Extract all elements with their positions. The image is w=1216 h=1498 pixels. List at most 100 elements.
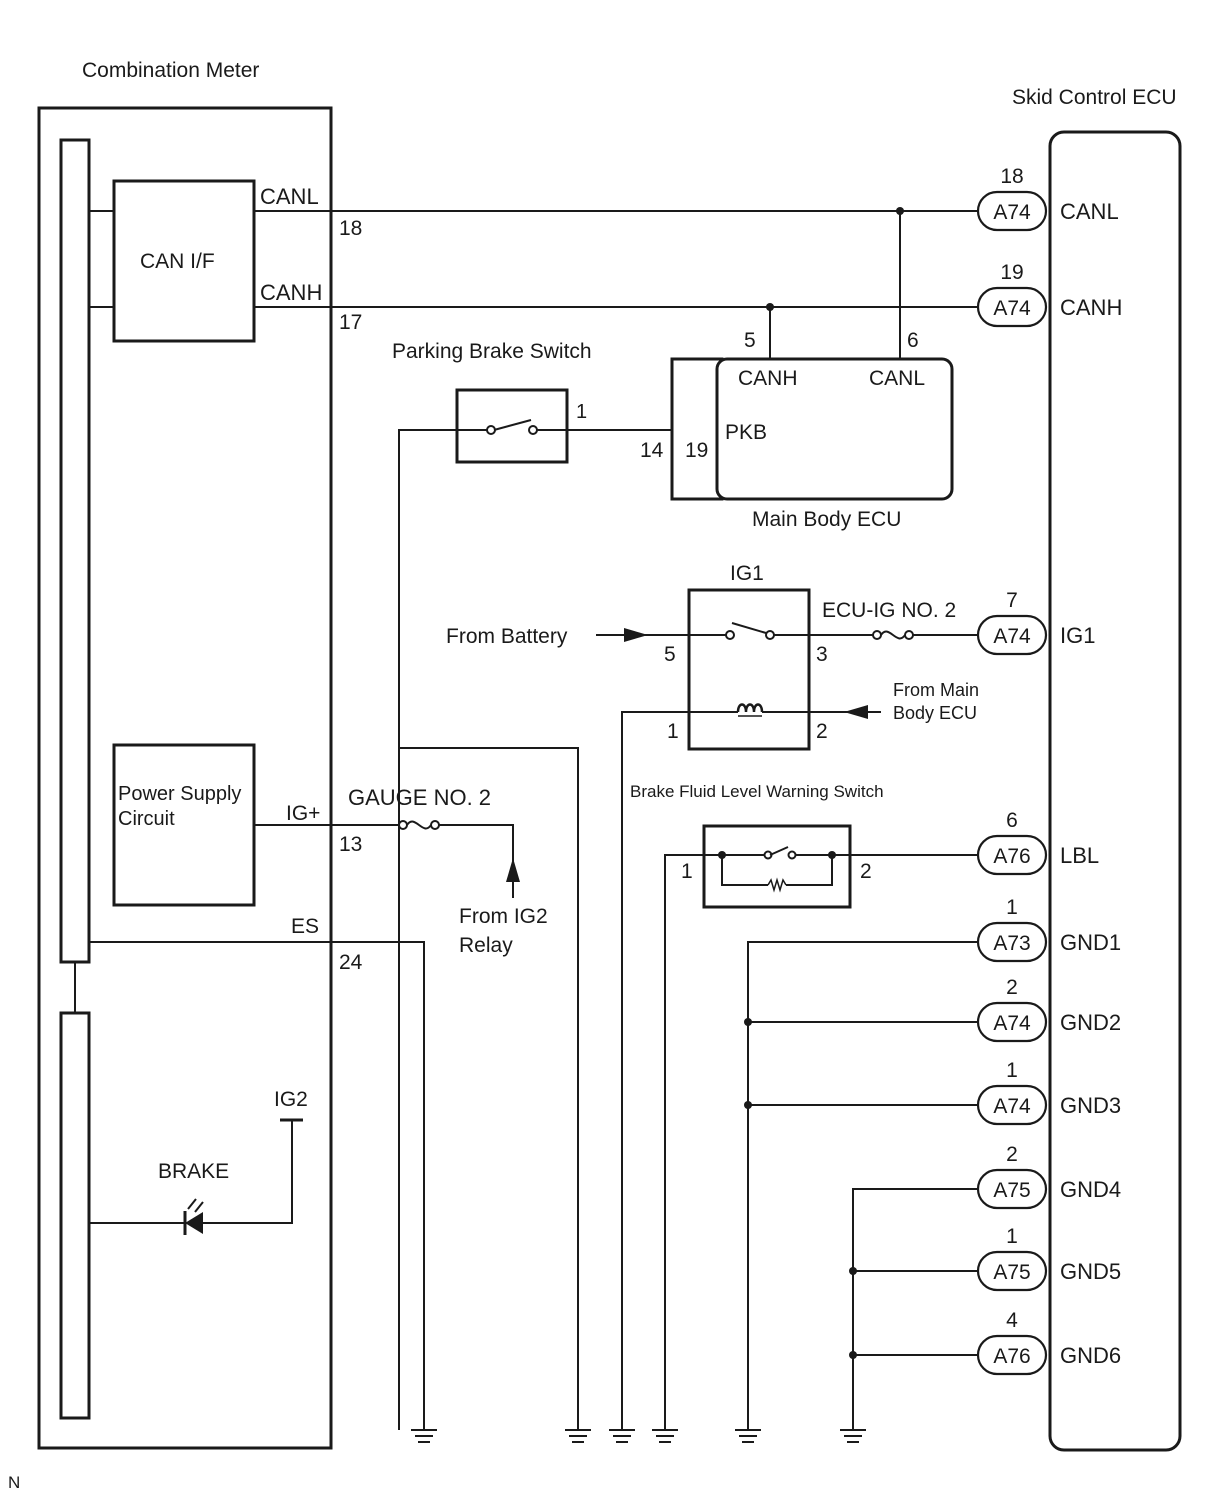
skid-connector-canl: 18 A74 CANL xyxy=(976,165,1119,232)
skid-connector-terminal: IG1 xyxy=(1060,623,1095,648)
main-body-ecu-pkb: PKB xyxy=(725,421,767,444)
ig1-relay: IG1 From Battery 5 3 ECU-IG NO. 2 From M… xyxy=(446,562,979,1430)
skid-connector-id: A74 xyxy=(993,1095,1031,1118)
skid-connector-terminal: CANL xyxy=(1060,199,1119,224)
skid-connector-terminal: CANH xyxy=(1060,295,1122,320)
meter-pin-18: 18 xyxy=(339,217,362,240)
corner-mark: N xyxy=(8,1473,20,1492)
ground-icon xyxy=(609,1429,635,1443)
main-body-ecu-canh: CANH xyxy=(738,367,798,390)
skid-control-ecu-box xyxy=(1048,130,1182,1452)
ig1-relay-pin-5: 5 xyxy=(664,643,676,666)
skid-connector-ig1: 7 A74 IG1 xyxy=(976,589,1095,656)
skid-connector-id: A76 xyxy=(993,845,1030,868)
parking-brake-switch-box xyxy=(455,388,569,464)
skid-connector-id: A74 xyxy=(993,297,1031,320)
meter-terminal-canl: CANL xyxy=(260,184,319,209)
skid-connector-id: A74 xyxy=(993,625,1031,648)
combination-meter-title: Combination Meter xyxy=(82,59,259,82)
skid-control-ecu-title: Skid Control ECU xyxy=(1012,86,1177,109)
brake-warning-lamp-icon xyxy=(183,1198,204,1235)
skid-connector-terminal: GND3 xyxy=(1060,1093,1121,1118)
brake-fluid-switch-pin-2: 2 xyxy=(860,860,872,883)
es-ground-wire xyxy=(89,941,425,1430)
main-body-ecu-pin-19: 19 xyxy=(685,439,708,462)
main-body-ecu-connector xyxy=(670,357,724,501)
combination-meter-box xyxy=(37,106,333,1450)
skid-connector-id: A73 xyxy=(993,932,1030,955)
skid-connector-gnd1: 1 A73 GND1 xyxy=(976,896,1121,963)
main-body-ecu-canl: CANL xyxy=(869,367,925,390)
main-body-ecu: 5 6 CANH CANL PKB 14 19 Main Body ECU xyxy=(640,329,954,531)
skid-connector-pin: 6 xyxy=(1006,809,1018,832)
brake-fluid-switch-pin-1: 1 xyxy=(681,860,693,883)
skid-connector-terminal: GND6 xyxy=(1060,1343,1121,1368)
skid-connector-terminal: GND1 xyxy=(1060,930,1121,955)
can-bus-wires xyxy=(254,207,978,359)
brake-lamp-label: BRAKE xyxy=(158,1160,229,1183)
skid-connector-canh: 19 A74 CANH xyxy=(976,261,1122,328)
skid-connector-gnd3: 1 A74 GND3 xyxy=(976,1059,1121,1126)
main-body-ecu-pin-6: 6 xyxy=(907,329,919,352)
skid-control-ecu: Skid Control ECU xyxy=(1012,86,1182,1452)
ig1-relay-label: IG1 xyxy=(730,562,764,585)
meter-terminal-canh: CANH xyxy=(260,280,322,305)
meter-terminal-es: ES xyxy=(291,915,319,938)
skid-connector-terminal: GND5 xyxy=(1060,1259,1121,1284)
power-supply-label-1: Power Supply xyxy=(118,783,241,805)
parking-brake-switch-contact-icon xyxy=(486,419,538,435)
ecu-ig-fuse-icon xyxy=(872,630,914,640)
main-body-ecu-box xyxy=(715,357,954,501)
from-battery-label: From Battery xyxy=(446,625,568,648)
parking-brake-pin-1: 1 xyxy=(576,401,587,423)
meter-terminal-ig-plus: IG+ xyxy=(286,802,320,825)
ig1-relay-pin-1: 1 xyxy=(667,720,679,743)
skid-connector-pin: 1 xyxy=(1006,1225,1018,1248)
skid-connector-pin: 4 xyxy=(1006,1309,1018,1332)
ig2-label: IG2 xyxy=(274,1088,308,1111)
main-body-ecu-pin-14: 14 xyxy=(640,439,664,462)
main-body-ecu-pin-5: 5 xyxy=(744,329,756,352)
meter-bus-bar-upper xyxy=(59,138,91,964)
skid-connector-id: A75 xyxy=(993,1261,1030,1284)
skid-connector-lbl: 6 A76 LBL xyxy=(976,809,1099,876)
from-ig2-relay-arrow-icon xyxy=(506,858,520,882)
ig1-relay-coil-icon xyxy=(736,703,764,717)
main-body-ecu-title: Main Body ECU xyxy=(752,508,901,531)
ig1-relay-switch-icon xyxy=(725,622,775,640)
meter-pin-17: 17 xyxy=(339,311,362,334)
skid-connector-pin: 1 xyxy=(1006,1059,1018,1082)
gauge-fuse-label: GAUGE NO. 2 xyxy=(348,785,491,810)
ground-symbols xyxy=(411,1429,866,1443)
ground-icon xyxy=(840,1429,866,1443)
brake-fluid-switch-contact-icon xyxy=(763,846,797,860)
ground-icon xyxy=(411,1429,437,1443)
skid-connector-gnd6: 4 A76 GND6 xyxy=(976,1309,1121,1376)
brake-fluid-switch-box xyxy=(702,824,852,909)
ig1-relay-pin-3: 3 xyxy=(816,643,828,666)
skid-connector-terminal: LBL xyxy=(1060,843,1099,868)
brake-fluid-switch-label: Brake Fluid Level Warning Switch xyxy=(630,782,884,801)
ground-icon xyxy=(565,1429,591,1443)
gauge-fuse-icon xyxy=(398,820,440,830)
skid-connector-id: A74 xyxy=(993,201,1031,224)
from-main-body-ecu-label-2: Body ECU xyxy=(893,703,977,723)
skid-connector-gnd4: 2 A75 GND4 xyxy=(976,1143,1121,1210)
from-ig2-relay-label-1: From IG2 xyxy=(459,905,548,928)
ground-wires xyxy=(744,941,978,1430)
meter-pin-24: 24 xyxy=(339,951,363,974)
from-main-body-ecu-arrow-icon xyxy=(844,705,868,719)
combination-meter: Combination Meter CAN I/F Power Supply C… xyxy=(37,59,363,1450)
from-battery-arrow-icon xyxy=(624,628,648,642)
skid-connector-pin: 7 xyxy=(1006,589,1018,612)
skid-connector-id: A74 xyxy=(993,1012,1031,1035)
skid-connector-gnd2: 2 A74 GND2 xyxy=(976,976,1121,1043)
brake-fluid-switch-resistor-icon xyxy=(767,877,787,893)
brake-fluid-level-switch: Brake Fluid Level Warning Switch 1 2 xyxy=(630,782,978,1430)
from-main-body-ecu-label-1: From Main xyxy=(893,680,979,700)
parking-brake-switch: Parking Brake Switch 1 xyxy=(392,340,672,1430)
skid-connector-terminal: GND4 xyxy=(1060,1177,1121,1202)
skid-connector-pin: 2 xyxy=(1006,1143,1018,1166)
skid-connector-gnd5: 1 A75 GND5 xyxy=(976,1225,1121,1292)
skid-connector-pin: 1 xyxy=(1006,896,1018,919)
